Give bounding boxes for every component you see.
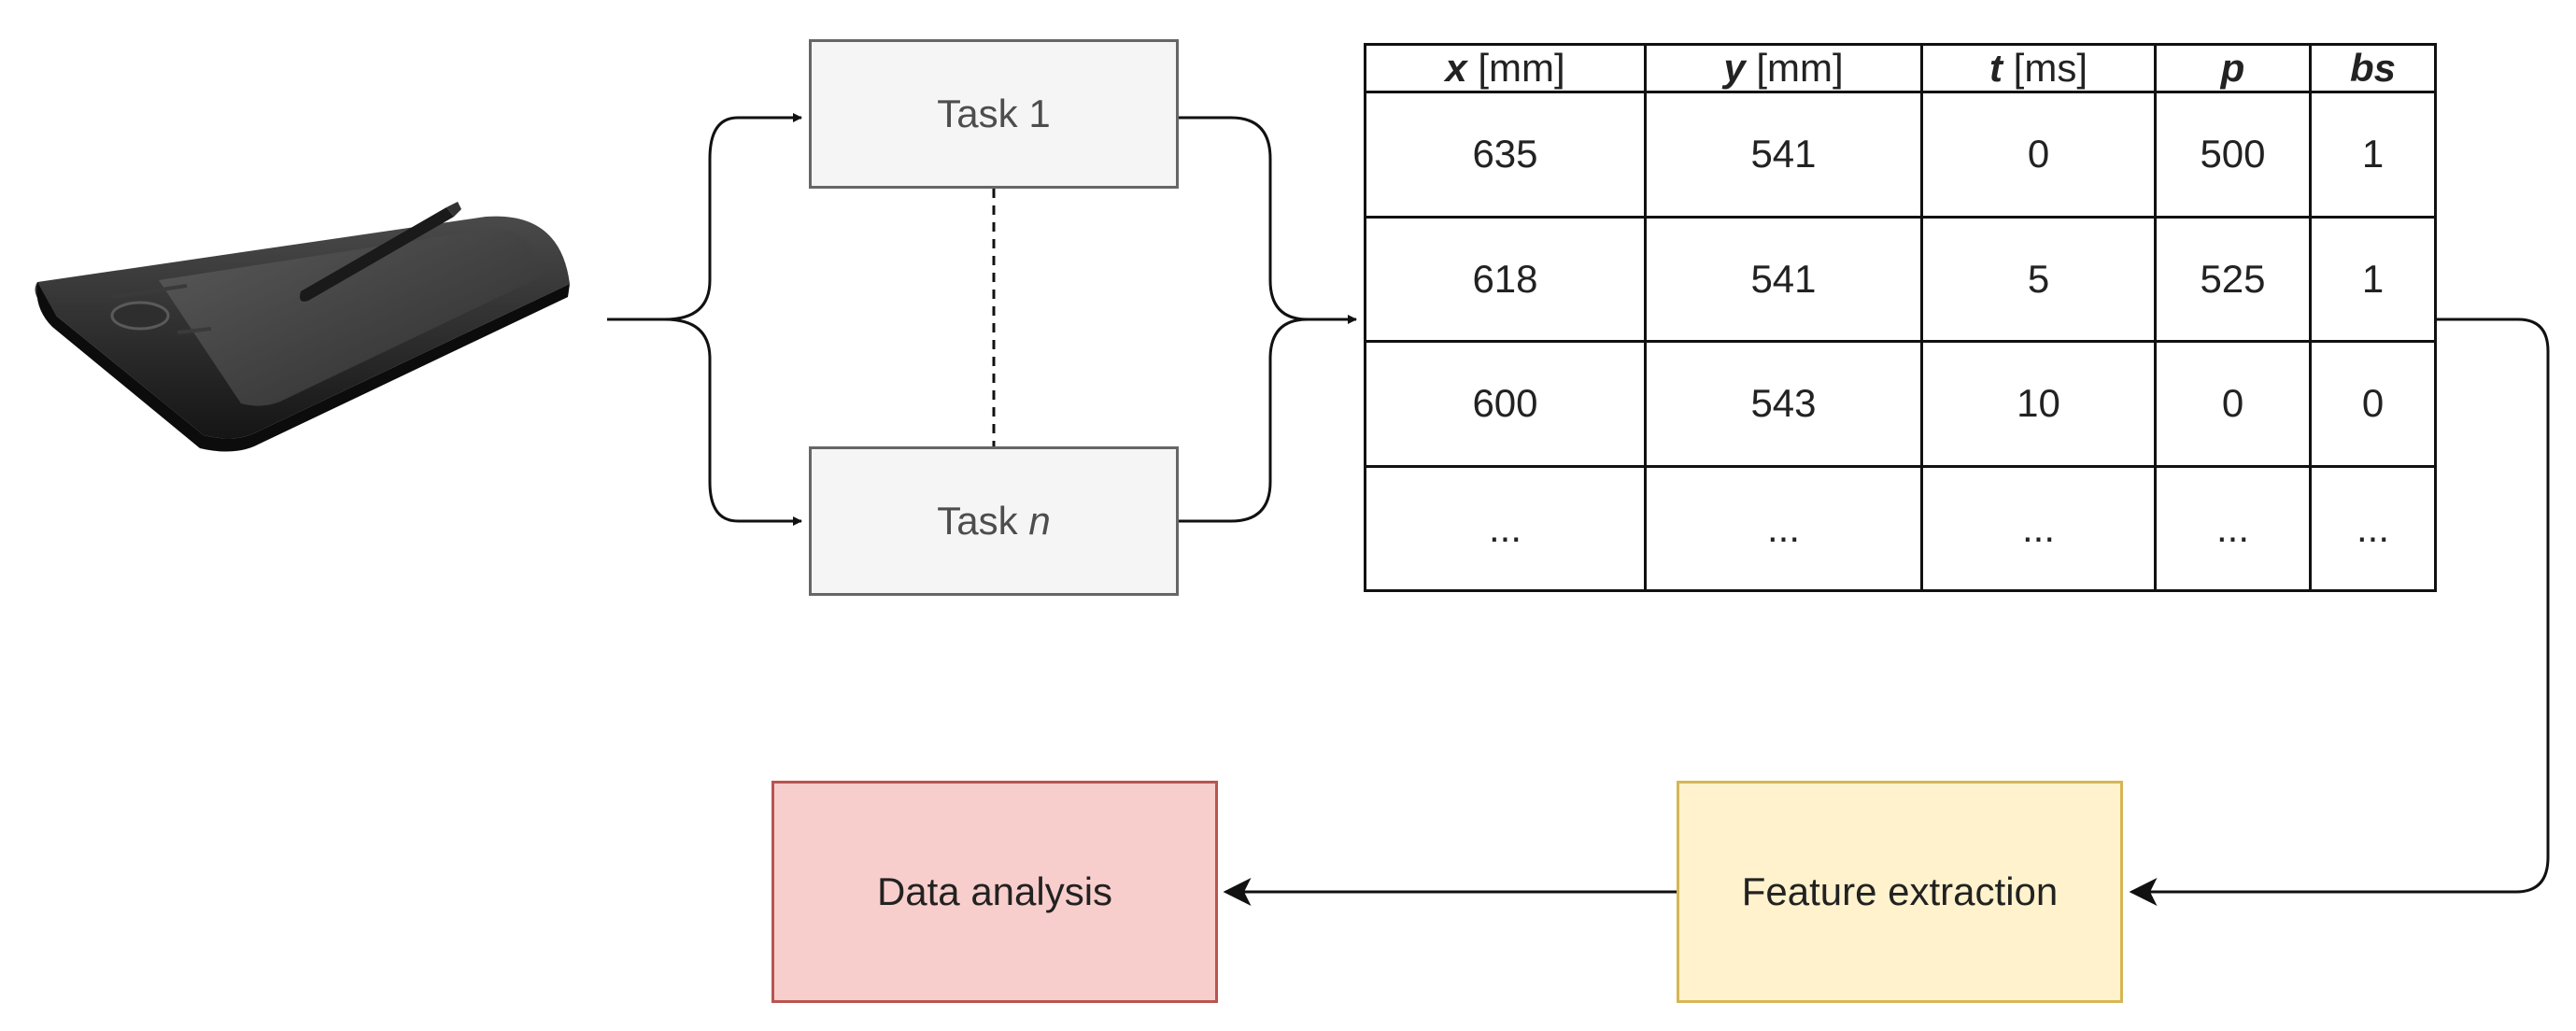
header-p: p xyxy=(2154,43,2312,93)
data-analysis-label: Data analysis xyxy=(876,869,1113,913)
header-bs: bs xyxy=(2309,43,2437,93)
header-unit: [ms] xyxy=(2003,46,2088,90)
header-symbol: bs xyxy=(2349,46,2396,90)
table-cell: 0 xyxy=(1920,91,2157,219)
table-cell: 10 xyxy=(1920,340,2157,468)
table-cell: 0 xyxy=(2154,340,2312,468)
header-unit: [mm] xyxy=(1466,46,1565,90)
header-unit: [mm] xyxy=(1745,46,1844,90)
task-n-label: Task n xyxy=(937,499,1050,544)
header-symbol: x xyxy=(1445,46,1467,90)
table-header-row: x [mm] y [mm] t [ms] p bs xyxy=(1364,43,2437,93)
table-cell: 600 xyxy=(1364,340,1647,468)
table-cell: 618 xyxy=(1364,215,1647,343)
task-n-prefix: Task xyxy=(937,499,1029,543)
table-cell: ... xyxy=(1644,464,1923,592)
header-t: t [ms] xyxy=(1920,43,2157,93)
table-row: 618 541 5 525 1 xyxy=(1364,215,2437,343)
table-cell: 525 xyxy=(2154,215,2312,343)
task-n-box: Task n xyxy=(809,446,1179,596)
header-y: y [mm] xyxy=(1644,43,1923,93)
task-1-box: Task 1 xyxy=(809,39,1179,189)
table-cell: 543 xyxy=(1644,340,1923,468)
header-symbol: p xyxy=(2220,46,2245,90)
table-cell: ... xyxy=(2154,464,2312,592)
table-cell: 541 xyxy=(1644,91,1923,219)
feature-extraction-label: Feature extraction xyxy=(1741,869,2059,913)
table-cell: ... xyxy=(2309,464,2437,592)
header-x: x [mm] xyxy=(1364,43,1647,93)
handwriting-data-table: x [mm] y [mm] t [ms] p bs 635 541 0 500 … xyxy=(1364,43,2437,592)
graphics-tablet-with-stylus-icon xyxy=(35,202,571,452)
task-1-label: Task 1 xyxy=(937,92,1051,135)
table-cell: 0 xyxy=(2309,340,2437,468)
table-row: ... ... ... ... ... xyxy=(1364,464,2437,592)
table-row: 600 543 10 0 0 xyxy=(1364,340,2437,468)
table-cell: 635 xyxy=(1364,91,1647,219)
table-cell: ... xyxy=(1920,464,2157,592)
table-cell: 1 xyxy=(2309,91,2437,219)
table-cell: 541 xyxy=(1644,215,1923,343)
table-cell: ... xyxy=(1364,464,1647,592)
header-symbol: t xyxy=(1989,46,2003,90)
task-n-variable: n xyxy=(1028,499,1051,543)
table-cell: 500 xyxy=(2154,91,2312,219)
header-symbol: y xyxy=(1723,46,1746,90)
data-analysis-box: Data analysis xyxy=(771,781,1218,1003)
table-cell: 1 xyxy=(2309,215,2437,343)
table-cell: 5 xyxy=(1920,215,2157,343)
feature-extraction-box: Feature extraction xyxy=(1677,781,2123,1003)
table-row: 635 541 0 500 1 xyxy=(1364,91,2437,219)
